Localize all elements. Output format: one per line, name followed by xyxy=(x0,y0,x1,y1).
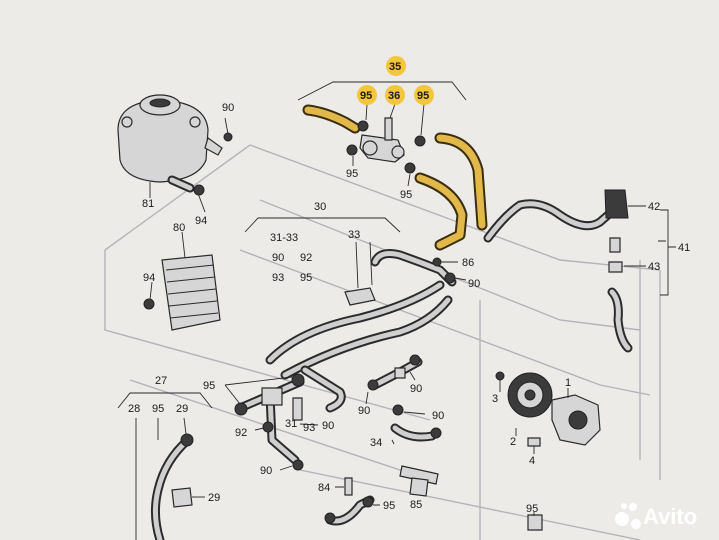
group-label-31-33: 31-33 xyxy=(270,232,298,244)
central-hose-bundle xyxy=(265,241,467,413)
callout-81: 81 xyxy=(142,198,154,210)
group-label-92: 92 xyxy=(300,252,312,264)
highlight-95-left xyxy=(357,85,377,105)
callout-95-mid-lower: 95 xyxy=(400,189,412,201)
callout-42: 42 xyxy=(648,201,660,213)
avito-watermark: Avito xyxy=(615,503,697,529)
callout-90-tank: 90 xyxy=(222,102,234,114)
upper-hose-group xyxy=(302,103,488,251)
tee-junction xyxy=(224,373,319,471)
callout-84: 84 xyxy=(318,482,330,494)
group-brackets xyxy=(117,81,676,409)
callout-90-86: 90 xyxy=(468,278,480,290)
group-label-90: 90 xyxy=(272,252,284,264)
callout-28: 28 xyxy=(128,403,140,415)
callout-92-tee: 92 xyxy=(235,427,247,439)
callout-90-tee: 90 xyxy=(322,420,334,432)
callout-95-84: 95 xyxy=(383,500,395,512)
callout-85: 85 xyxy=(410,499,422,511)
water-pump xyxy=(495,371,601,454)
callout-95-left: 95 xyxy=(360,90,372,102)
expansion-tank xyxy=(117,94,233,213)
callout-31-tee: 31 xyxy=(285,418,297,430)
group-label-33: 33 xyxy=(348,229,360,241)
highlight-36 xyxy=(385,85,405,105)
middle-hoses xyxy=(365,354,442,497)
right-hose-group xyxy=(483,189,646,353)
callout-95-right: 95 xyxy=(417,90,429,102)
frame-lines xyxy=(104,144,661,540)
highlight-35 xyxy=(386,56,406,76)
callout-93-tee: 93 xyxy=(303,422,315,434)
callout-3: 3 xyxy=(492,393,498,405)
callout-4: 4 xyxy=(529,455,535,467)
callout-34: 34 xyxy=(370,437,382,449)
callout-36: 36 xyxy=(388,90,400,102)
callout-90-mid: 90 xyxy=(358,405,370,417)
oil-cooler xyxy=(143,231,221,331)
lower-parts xyxy=(324,477,543,531)
lower-left-hose xyxy=(135,417,205,540)
callout-1: 1 xyxy=(565,377,571,389)
callout-94-cooler: 94 xyxy=(143,272,155,284)
callout-95-27: 95 xyxy=(152,403,164,415)
watermark-brand: Avito xyxy=(643,504,697,529)
callout-86: 86 xyxy=(462,257,474,269)
callout-95-bottom-right: 95 xyxy=(526,503,538,515)
callout-30: 30 xyxy=(314,201,326,213)
callout-labels: 35 95 36 95 90 81 94 95 95 42 41 43 30 3… xyxy=(128,56,690,515)
callout-90-low: 90 xyxy=(260,465,272,477)
group-label-95: 95 xyxy=(300,272,312,284)
callout-2: 2 xyxy=(510,436,516,448)
highlight-95-right xyxy=(414,85,434,105)
callout-90-mid2: 90 xyxy=(410,383,422,395)
callout-35: 35 xyxy=(389,61,401,73)
avito-dots-icon xyxy=(615,503,641,529)
group-label-93: 93 xyxy=(272,272,284,284)
callout-29-low: 29 xyxy=(208,492,220,504)
callout-95-left-lower: 95 xyxy=(346,168,358,180)
callout-80: 80 xyxy=(173,222,185,234)
callout-29-27: 29 xyxy=(176,403,188,415)
callout-27: 27 xyxy=(155,375,167,387)
callout-90-right: 90 xyxy=(432,410,444,422)
callout-43: 43 xyxy=(648,261,660,273)
callout-94-tank: 94 xyxy=(195,215,207,227)
callout-41: 41 xyxy=(678,242,690,254)
callout-95-tee: 95 xyxy=(203,380,215,392)
